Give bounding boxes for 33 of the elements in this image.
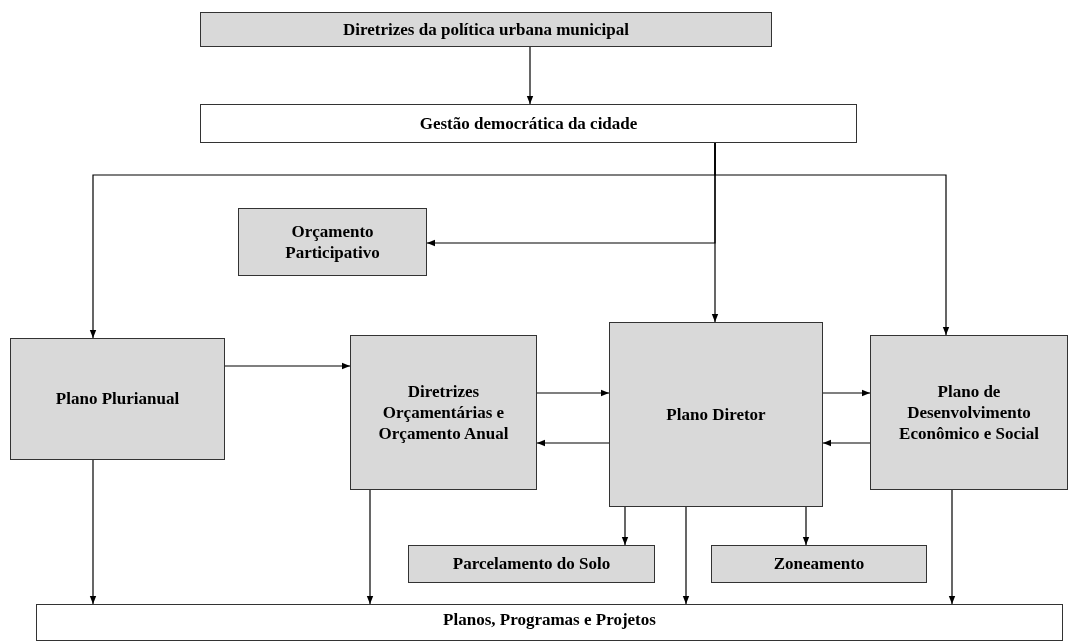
box-label: Plano Plurianual	[54, 388, 181, 410]
process-box	[711, 545, 927, 583]
box-label: Diretrizes Orçamentárias e Orçamento Anual	[377, 380, 510, 445]
arrow	[536, 439, 610, 447]
arrow	[948, 489, 956, 605]
arrow	[89, 459, 97, 605]
process-box	[350, 335, 537, 490]
box-label: Orçamento Participativo	[284, 220, 381, 264]
box-label: Parcelamento do Solo	[451, 553, 612, 575]
process-box	[200, 104, 857, 143]
arrow	[714, 142, 950, 336]
arrow	[822, 389, 871, 397]
process-box	[408, 545, 655, 583]
box-label: Plano de Desenvolvimento Econômico e Social	[898, 380, 1040, 445]
arrow	[802, 506, 810, 546]
process-box	[36, 604, 1063, 641]
arrow	[822, 439, 871, 447]
process-box	[200, 12, 772, 47]
arrow	[536, 389, 610, 397]
process-box	[870, 335, 1068, 490]
arrow	[682, 506, 690, 605]
box-label: Diretrizes da política urbana municipal	[342, 18, 630, 41]
arrow	[224, 362, 351, 370]
process-box	[10, 338, 225, 460]
arrow	[526, 46, 534, 105]
box-label: Gestão democrática da cidade	[418, 112, 639, 135]
process-box	[238, 208, 427, 276]
process-box	[609, 322, 823, 507]
box-label: Planos, Programas e Projetos	[442, 609, 657, 631]
box-label: Zoneamento	[772, 553, 866, 575]
arrow	[366, 489, 374, 605]
box-label: Plano Diretor	[665, 403, 767, 426]
arrow	[621, 506, 629, 546]
